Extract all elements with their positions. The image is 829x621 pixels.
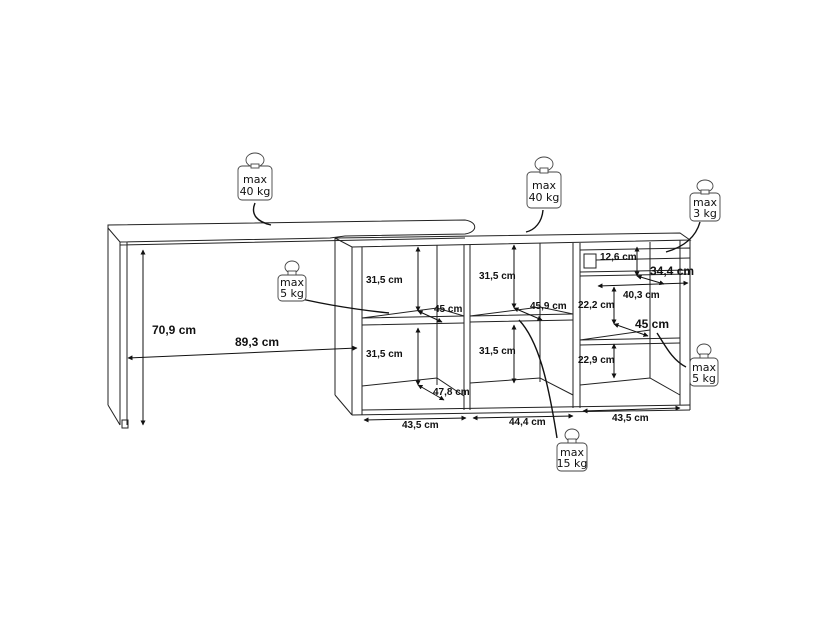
- mid-top-shelf-height-label: 31,5 cm: [479, 271, 516, 282]
- bottom-width-right-label: 43,5 cm: [612, 413, 649, 424]
- weight-tag-middle-shelf: max 15 kg: [556, 446, 588, 470]
- desk-height-label: 70,9 cm: [152, 323, 197, 337]
- right-mid-shelf-depth-label: 45 cm: [635, 317, 670, 331]
- drawer-height-label: 12,6 cm: [600, 252, 637, 263]
- weight-tag-desktop: max 40 kg: [239, 173, 271, 198]
- weight-icon-cabinet-top: [526, 156, 562, 209]
- desk-leg: [107, 228, 129, 429]
- left-top-shelf-height-label: 31,5 cm: [366, 275, 403, 286]
- bottom-width-left-label: 43,5 cm: [402, 420, 439, 431]
- right-mid-shelf-height-label: 22,2 cm: [578, 300, 615, 311]
- bottom-width-mid-label: 44,4 cm: [509, 417, 546, 428]
- weight-icon-middle-shelf: [556, 428, 588, 472]
- weight-tag-cabinet-top: max 40 kg: [528, 179, 560, 204]
- drawer-depth-label: 34,4 cm: [650, 264, 695, 278]
- mid-top-shelf-depth-label: 45,9 cm: [530, 301, 567, 312]
- desk-top: [107, 219, 476, 246]
- weight-tag-left-shelf: max 5 kg: [280, 276, 304, 300]
- weight-icon-left-shelf: [277, 260, 307, 302]
- weight-icon-desktop: [237, 152, 273, 201]
- weight-tag-right-shelf: max 5 kg: [692, 361, 716, 385]
- mid-bottom-shelf-height-label: 31,5 cm: [479, 346, 516, 357]
- desk-span-label: 89,3 cm: [235, 335, 280, 349]
- left-bottom-shelf-height-label: 31,5 cm: [366, 349, 403, 360]
- left-bottom-shelf-depth-label: 47,8 cm: [433, 387, 470, 398]
- left-top-shelf-depth-label: 45 cm: [434, 304, 463, 315]
- right-bottom-shelf-height-label: 22,9 cm: [578, 355, 615, 366]
- weight-icon-right-shelf: [689, 343, 719, 387]
- weight-tag-drawer: max 3 kg: [693, 196, 717, 220]
- weight-icon-drawer: [689, 179, 721, 222]
- drawer-width-label: 40,3 cm: [623, 290, 660, 301]
